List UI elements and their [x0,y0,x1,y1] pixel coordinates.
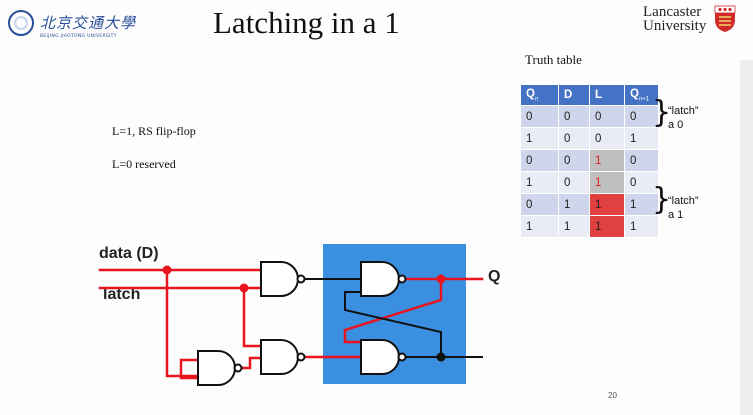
latch0-line2: a 0 [668,119,684,131]
table-row: 0 1 1 1 [520,193,659,216]
header-qn1: Qn+1 [624,84,659,106]
table-cell: 1 [624,127,659,150]
table-cell: 0 [589,127,625,150]
truth-table: Qn D L Qn+1 0 0 0 0 1 0 0 1 0 0 1 [520,84,659,238]
slide-title: Latching in a 1 [213,5,400,40]
header-qn: Qn [520,84,559,106]
bjtu-logo-english: BEIJING JIAOTONG UNIVERSITY [40,34,117,39]
junction-latch [239,283,249,293]
nand-gate-inverter [197,350,243,386]
wire-data-branch [165,268,200,378]
nand-gate-ff-top [360,261,407,297]
university-seal-icon [8,10,34,36]
wire-inverter-output [235,356,263,370]
table-cell: 0 [624,149,659,172]
latch0-line1: “latch” [668,105,699,117]
bjtu-logo: 北京交通大學 BEIJING JIAOTONG UNIVERSITY [8,8,158,48]
wire-q-feedback [343,277,443,344]
input-latch-label: latch [103,286,141,303]
table-cell-highlight: 1 [589,171,625,194]
table-row: 1 1 1 1 [520,215,659,238]
table-cell-highlight: 1 [589,215,625,238]
table-cell: 0 [624,105,659,128]
truth-table-caption: Truth table [525,52,582,67]
table-cell: 0 [558,105,590,128]
wire-latch-branch [242,286,263,348]
note-rs-flipflop: L=1, RS flip-flop [112,124,196,138]
table-cell: 1 [624,215,659,238]
header-d: D [558,84,590,106]
junction-qbar [436,352,446,362]
header-l: L [589,84,625,106]
wire-inverter-input [179,358,200,380]
bjtu-logo-chinese: 北京交通大學 [40,14,137,32]
table-cell: 0 [558,127,590,150]
lancaster-logo: Lancaster University [640,4,750,40]
latch0-annotation: “latch” a 0 [668,104,699,132]
table-cell: 0 [520,193,559,216]
table-cell: 1 [558,215,590,238]
latch1-annotation: “latch” a 1 [668,194,699,222]
table-row: 1 0 1 0 [520,171,659,194]
table-cell: 1 [624,193,659,216]
table-cell: 0 [624,171,659,194]
nand-gate-2 [260,339,306,375]
table-cell: 1 [520,215,559,238]
truth-table-header-row: Qn D L Qn+1 [520,84,659,106]
latch1-line2: a 1 [668,209,684,221]
table-row: 1 0 0 1 [520,127,659,150]
wire-qbar-feedback [344,291,442,358]
nand-gate-ff-bottom [360,339,407,375]
lancaster-logo-line2: University [643,18,707,34]
table-cell: 1 [520,171,559,194]
lancaster-crest-icon [714,5,736,32]
junction-data [162,265,172,275]
output-q-label: Q [488,268,501,285]
page-number: 20 [608,391,617,400]
scrollbar-strip [740,60,753,415]
table-row: 0 0 1 0 [520,149,659,172]
brace-latch0-icon: } [652,95,672,130]
nand-gate-1 [260,261,306,297]
lancaster-logo-line1: Lancaster [643,4,702,20]
junction-q [436,274,446,284]
table-cell: 0 [558,171,590,194]
table-cell: 1 [558,193,590,216]
latch1-line1: “latch” [668,195,699,207]
note-reserved: L=0 reserved [112,157,176,171]
brace-latch1-icon: } [652,182,672,217]
input-data-label: data (D) [99,245,159,262]
